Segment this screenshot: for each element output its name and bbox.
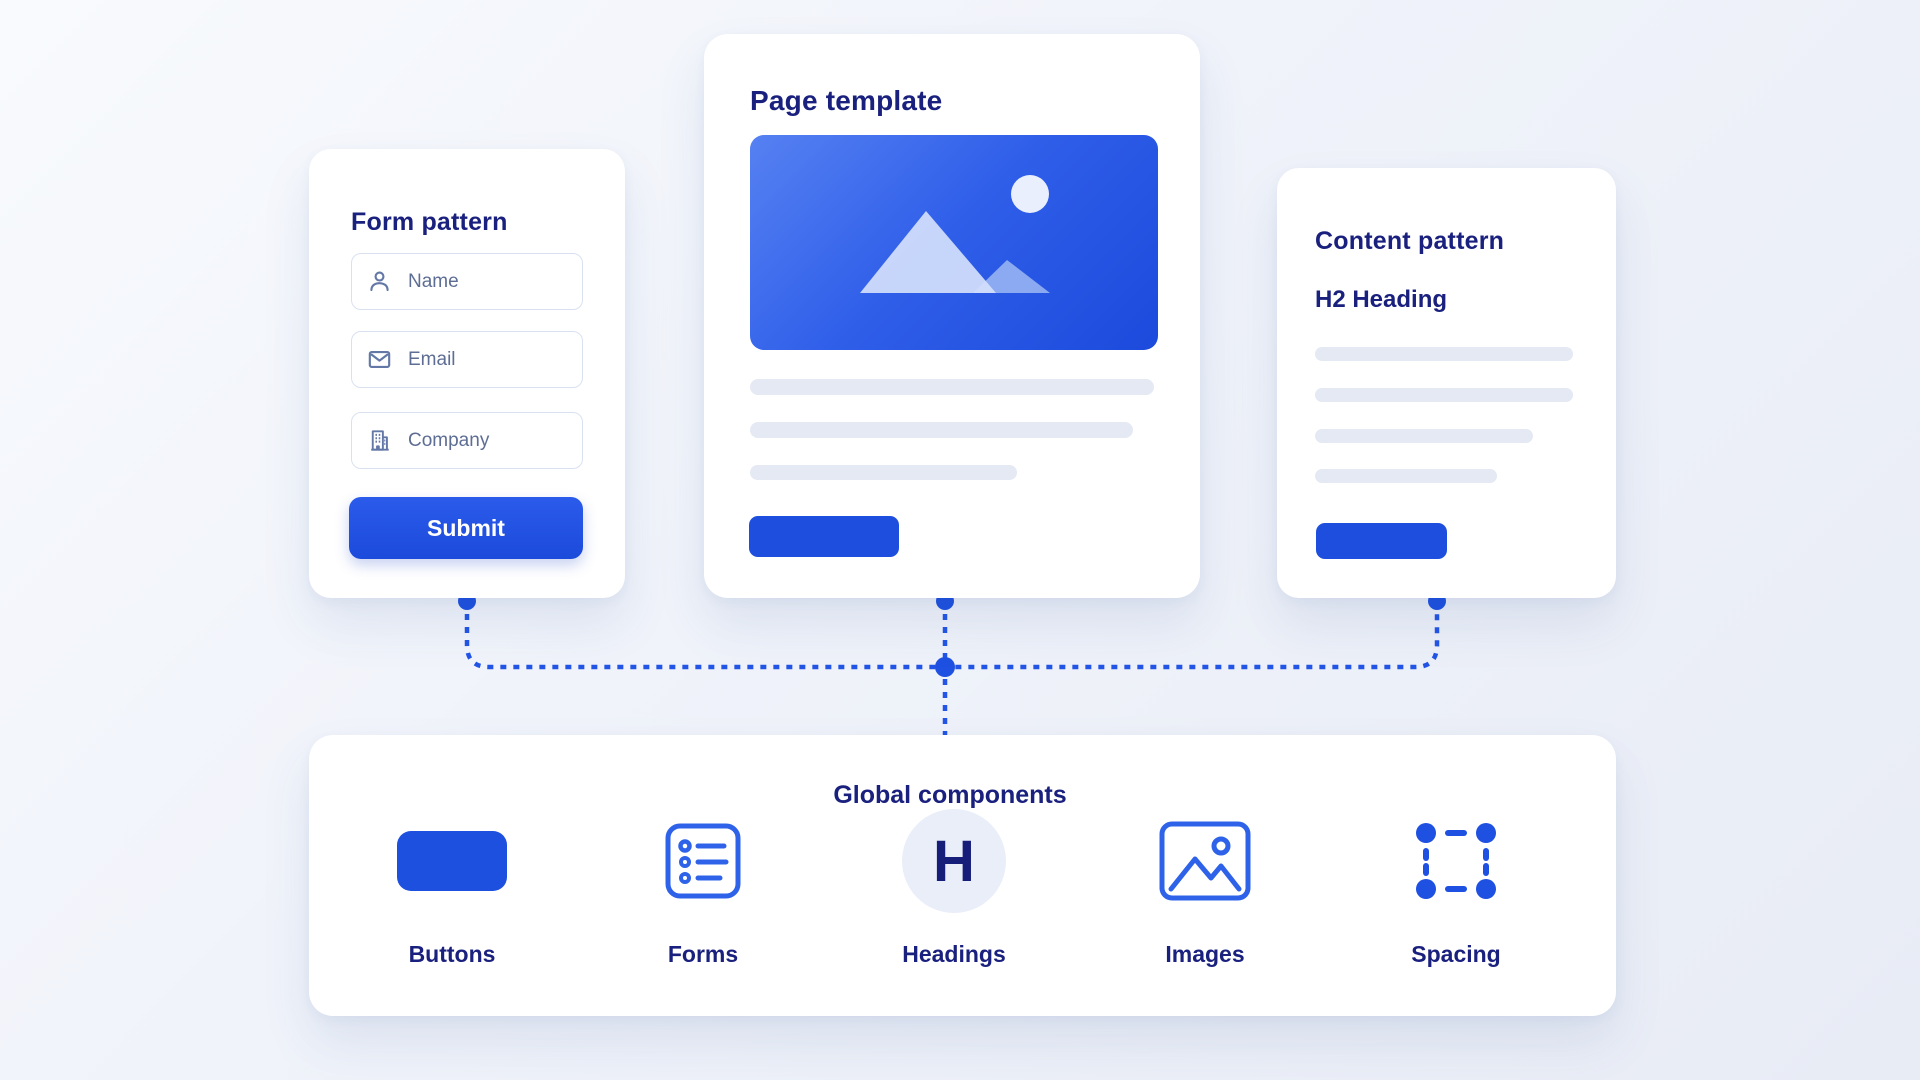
tile-label: Buttons [408, 941, 496, 967]
skeleton-text-line [1315, 347, 1573, 361]
tile-label: Headings [902, 941, 1006, 967]
hero-image-placeholder [750, 135, 1158, 350]
branch-connector-path [464, 601, 1440, 670]
tile-buttons[interactable]: Buttons [357, 805, 547, 968]
skeleton-text-line [750, 422, 1133, 438]
form-pattern-title: Form pattern [351, 207, 508, 236]
junction-dot [935, 657, 955, 677]
user-icon [370, 271, 389, 292]
tile-headings[interactable]: H Headings [859, 805, 1049, 968]
global-components-card: Global components Buttons [309, 735, 1616, 1016]
tile-images[interactable]: Images [1110, 805, 1300, 968]
form-pattern-card: Form pattern [309, 149, 625, 598]
mail-icon [368, 351, 391, 368]
image-icon [1159, 821, 1251, 901]
email-input[interactable] [406, 347, 568, 372]
skeleton-text-line [1315, 429, 1533, 443]
tile-forms[interactable]: Forms [608, 805, 798, 968]
name-field[interactable] [351, 253, 583, 310]
skeleton-text-line [750, 465, 1017, 480]
content-pattern-title: Content pattern [1315, 226, 1505, 255]
submit-button[interactable]: Submit [349, 497, 583, 559]
skeleton-text-line [1315, 388, 1573, 402]
name-input[interactable] [406, 269, 568, 294]
content-pattern-card: Content pattern H2 Heading [1277, 168, 1616, 598]
heading-glyph: H [933, 828, 975, 894]
page-template-title: Page template [750, 85, 943, 117]
tile-label: Forms [667, 941, 739, 967]
company-input[interactable] [406, 428, 568, 453]
spacing-icon [1416, 823, 1496, 899]
form-list-icon [665, 823, 741, 899]
company-field[interactable] [351, 412, 583, 469]
building-icon [371, 430, 389, 451]
tile-spacing[interactable]: Spacing [1361, 805, 1551, 968]
page-cta-button[interactable] [749, 516, 899, 557]
button-swatch-icon [397, 831, 507, 891]
heading-icon: H [902, 809, 1006, 913]
email-field[interactable] [351, 331, 583, 388]
global-components-title: Global components [833, 780, 1067, 809]
skeleton-text-line [750, 379, 1154, 395]
tile-label: Spacing [1411, 941, 1501, 967]
h2-heading-sample: H2 Heading [1315, 286, 1448, 313]
image-placeholder-icon [860, 175, 1050, 293]
content-cta-button[interactable] [1316, 523, 1447, 559]
page-template-card: Page template [704, 34, 1200, 598]
tile-label: Images [1165, 941, 1245, 967]
skeleton-text-line [1315, 469, 1497, 483]
